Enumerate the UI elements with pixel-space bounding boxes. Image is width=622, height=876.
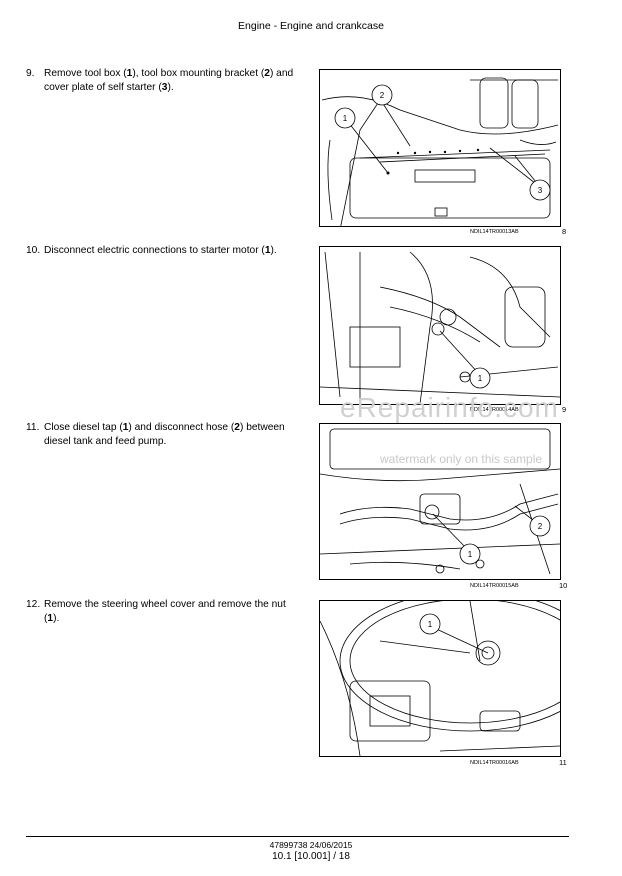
figure-8-image: 1 2 3 (319, 69, 561, 227)
step-number: 11. (26, 422, 40, 433)
callout-leader (489, 147, 541, 188)
callout-2: 2 (380, 91, 385, 100)
figure-9-image: 1 (319, 246, 561, 405)
watermark: eRepairinfo.com (340, 392, 559, 423)
callout-1: 1 (468, 550, 473, 559)
footer-divider (26, 836, 569, 837)
step-number: 12. (26, 599, 41, 610)
figure-10-image: 1 2 (319, 423, 561, 580)
figure-9-number: 9 (562, 405, 567, 414)
step-text: Disconnect electric connections to start… (44, 245, 277, 256)
figure-10-number: 10 (559, 581, 568, 590)
figure-8-caption: NDIL14TR00013AB (470, 229, 519, 235)
step-number: 9. (26, 68, 35, 79)
step-12: 12.Remove the steering wheel cover and r… (26, 598, 286, 626)
figure-9-caption: NDIL14TR00014AB (470, 407, 519, 413)
figure-11-number: 11 (559, 758, 567, 767)
callout-2: 2 (538, 522, 543, 531)
step-text: Remove tool box (1), tool box mounting b… (44, 68, 294, 93)
figure-11-image: 1 (319, 600, 561, 757)
callout-1: 1 (428, 620, 433, 629)
step-11: 11. Close diesel tap (1) and disconnect h… (26, 421, 285, 449)
step-text: Remove the steering wheel cover and remo… (44, 599, 286, 624)
figure-8-number: 8 (562, 227, 567, 236)
watermark-sub: watermark only on this sample (380, 452, 543, 466)
callout-1: 1 (478, 374, 483, 383)
callout-1: 1 (343, 114, 348, 123)
figure-11-caption: NDIL14TR00016AB (470, 760, 519, 766)
callout-leader (344, 117, 389, 174)
callout-leader (429, 625, 489, 654)
step-9: 9. Remove tool box (1), tool box mounting… (26, 67, 293, 95)
callout-leader (439, 330, 481, 376)
figure-10-caption: NDIL14TR00015AB (470, 583, 519, 589)
callout-3: 3 (538, 186, 543, 195)
step-number: 10. (26, 245, 41, 256)
callout-leader (381, 101, 411, 147)
footer-page-number: 10.1 [10.001] / 18 (272, 851, 350, 862)
step-text: Close diesel tap (1) and disconnect hose… (44, 422, 285, 447)
footer-doc-id: 47899738 24/06/2015 (269, 840, 353, 850)
step-10: 10.Disconnect electric connections to st… (26, 244, 277, 258)
page-header: Engine - Engine and crankcase (238, 20, 384, 32)
